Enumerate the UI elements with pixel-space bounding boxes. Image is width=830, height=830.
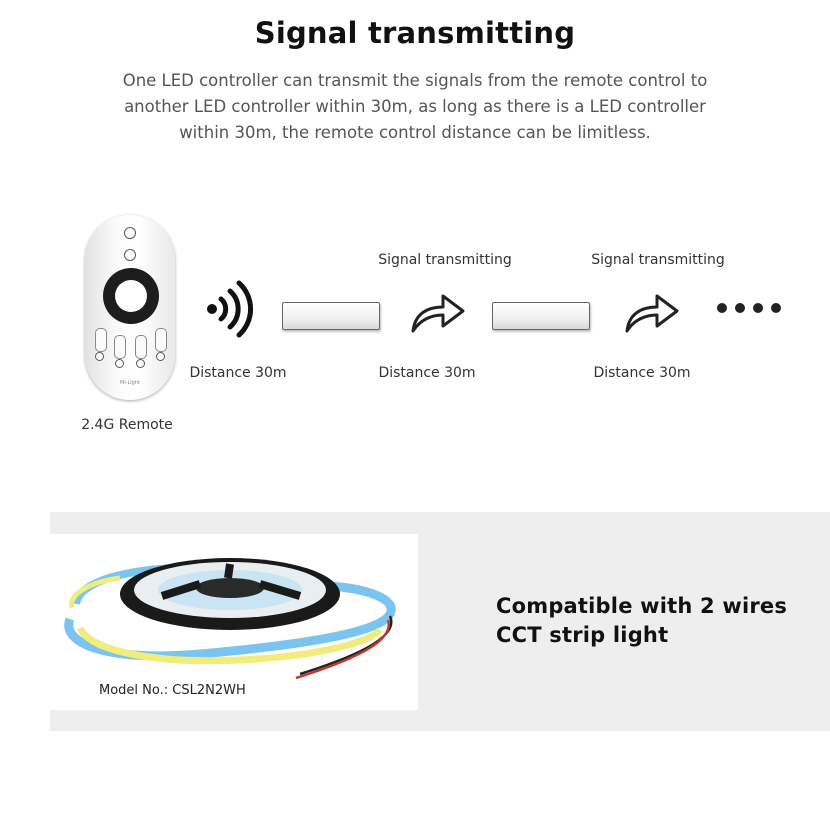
remote-key: [114, 335, 126, 359]
remote-label: 2.4G Remote: [81, 417, 173, 433]
remote-power-button: [124, 249, 136, 261]
distance-label-1: Distance 30m: [189, 365, 287, 381]
controller-icon: [282, 302, 380, 330]
remote-dial: [103, 268, 159, 324]
compatibility-line-1: Compatible with 2 wires: [496, 594, 788, 618]
signal-label-1: Signal transmitting: [378, 252, 512, 268]
wireless-signal-icon: [207, 280, 254, 338]
forward-arrow-icon: [625, 294, 679, 333]
remote-key: [155, 328, 167, 352]
remote-key: [95, 328, 107, 352]
description-text: One LED controller can transmit the sign…: [122, 71, 708, 142]
remote-brand-label: Mi-Light: [120, 380, 140, 386]
signal-label-2: Signal transmitting: [591, 252, 725, 268]
compatibility-line-2: CCT strip light: [496, 623, 669, 647]
compatibility-text: Compatible with 2 wires CCT strip light: [496, 592, 787, 650]
remote-top-button: [124, 227, 136, 239]
model-number-label: Model No.: CSL2N2WH: [99, 683, 246, 698]
distance-label-2: Distance 30m: [378, 365, 476, 381]
controller-icon: [492, 302, 590, 330]
page-title: Signal transmitting: [254, 16, 576, 50]
remote-control-icon: Mi-Light: [85, 215, 175, 400]
ellipsis-icon: [717, 303, 781, 313]
forward-arrow-icon: [411, 294, 465, 333]
strip-image-box: [50, 534, 418, 710]
remote-key: [135, 335, 147, 359]
led-strip-icon: [64, 558, 396, 680]
distance-label-3: Distance 30m: [593, 365, 691, 381]
